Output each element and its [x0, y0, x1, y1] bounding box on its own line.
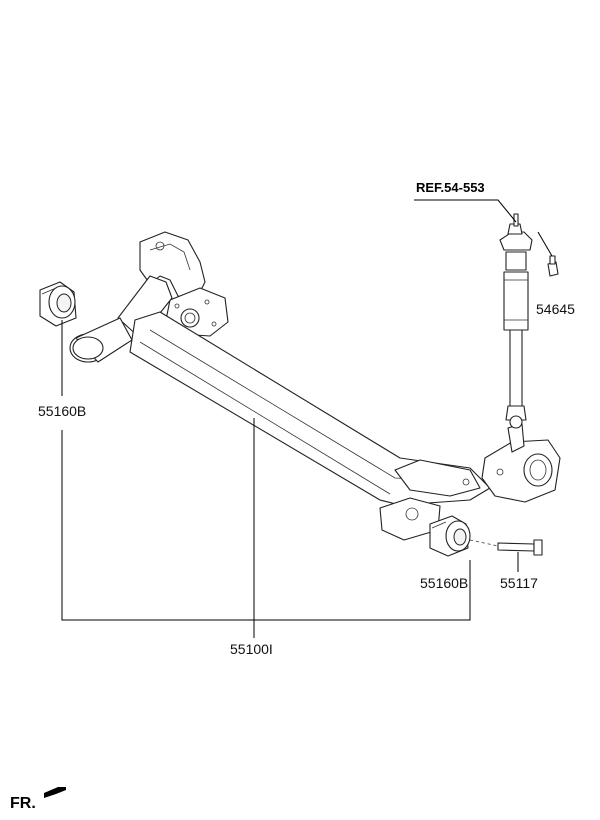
part-number-55160b-right: 55160B: [420, 575, 468, 591]
leader-lines: [61, 199, 553, 638]
mounting-bolt[interactable]: [469, 539, 543, 556]
right-bushing[interactable]: [429, 515, 471, 557]
shock-absorber[interactable]: [499, 213, 533, 429]
arrow-left-icon: [44, 787, 66, 798]
ref-label: REF.54-553: [416, 180, 485, 195]
part-number-55117: 55117: [500, 575, 538, 591]
front-label: FR.: [10, 795, 36, 812]
torsion-beam-axle[interactable]: [69, 231, 561, 541]
part-number-55160b-left: 55160B: [38, 403, 86, 419]
top-mount-bolt[interactable]: [547, 255, 559, 277]
left-bushing[interactable]: [39, 281, 77, 327]
part-number-54645: 54645: [536, 301, 575, 317]
part-number-55100i: 55100I: [230, 641, 273, 657]
